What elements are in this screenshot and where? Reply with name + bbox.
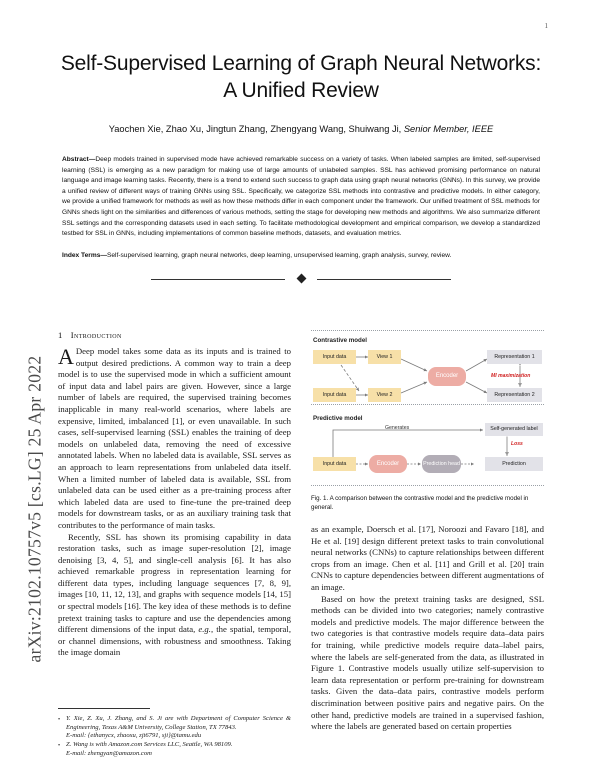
footnote-block: • Y. Xie, Z. Xu, J. Zhang, and S. Ji are … <box>58 708 291 759</box>
bullet-icon: • <box>58 743 61 750</box>
footnote-affiliation-text: Y. Xie, Z. Xu, J. Zhang, and S. Ji are w… <box>66 715 291 731</box>
paragraph-intro-1-text: Deep model takes some data as its inputs… <box>58 346 291 530</box>
figure-contrastive-arrows <box>340 355 522 397</box>
figure-contrastive-label: Contrastive model <box>313 337 367 344</box>
section-heading: 1 Introduction <box>58 330 291 340</box>
footnote-email-1-text: E-mail: {ethanycx, zhaoxu, zjt6791, sji}… <box>66 732 202 740</box>
figure-predictive-arrows <box>332 428 509 466</box>
node-view-2: View 2 <box>368 388 401 402</box>
node-representation-2: Representation 2 <box>487 388 542 402</box>
index-terms-dash: — <box>100 251 107 259</box>
figure-1: Contrastive model <box>311 330 544 486</box>
paragraph-intro-2-eg: e.g. <box>198 624 211 635</box>
figure-predictive-label: Predictive model <box>313 415 363 422</box>
paper-page: Self-Supervised Learning of Graph Neural… <box>58 40 544 770</box>
index-terms-label: Index Terms <box>62 251 101 259</box>
author-names: Yaochen Xie, Zhao Xu, Jingtun Zhang, Zhe… <box>108 124 404 134</box>
author-membership: Senior Member, IEEE <box>403 124 494 134</box>
abstract-text: Deep models trained in supervised mode h… <box>62 156 540 238</box>
paragraph-right-2: Based on how the pretext training tasks … <box>311 593 544 732</box>
paragraph-intro-2: Recently, SSL has shown its promising ca… <box>58 532 291 660</box>
bullet-icon: • <box>58 717 61 723</box>
section-title: Introduction <box>70 330 122 340</box>
index-terms-text: Self-supervised learning, graph neural n… <box>106 251 452 259</box>
arxiv-stamp: arXiv:2102.10757v5 [cs.LG] 25 Apr 2022 <box>0 0 52 776</box>
figure-contrastive-diagram: Input data View 1 Input data View 2 Enco… <box>311 347 544 409</box>
node-prediction-head: Prediction head <box>422 455 461 473</box>
paragraph-intro-1: A Deep model takes some data as its inpu… <box>58 346 291 532</box>
body-columns: 1 Introduction A Deep model takes some da… <box>58 330 544 770</box>
node-self-generated-label: Self-generated label <box>485 423 543 436</box>
figure-predictive-diagram: Generates Self-generated label Loss Inpu… <box>311 423 544 481</box>
drop-cap: A <box>58 344 74 369</box>
right-column-text: as an example, Doersch et al. [17], Noro… <box>311 524 544 733</box>
figure-caption: Fig. 1. A comparison between the contras… <box>311 495 529 511</box>
diamond-ornament-icon <box>296 273 306 284</box>
page-title: Self-Supervised Learning of Graph Neural… <box>60 52 542 102</box>
node-input-data-1: Input data <box>313 350 356 364</box>
footnote-affiliation-2: • Z. Wang is with Amazon.com Services LLC… <box>58 741 291 750</box>
footnote-email-2-text: E-mail: zhengyan@amazon.com <box>66 749 152 757</box>
abstract: Abstract—Deep models trained in supervis… <box>58 155 544 240</box>
section-divider <box>151 273 451 284</box>
footnote-email-1: E-mail: {ethanycx, zhaoxu, zjt6791, sji}… <box>58 732 291 741</box>
node-encoder: Encoder <box>428 367 466 386</box>
divider-rule-left <box>151 279 285 281</box>
node-input-data-3: Input data <box>313 457 356 471</box>
footnote-affiliation: • Y. Xie, Z. Xu, J. Zhang, and S. Ji are … <box>58 715 291 732</box>
abstract-label: Abstract <box>62 156 89 163</box>
section-number: 1 <box>58 330 63 340</box>
divider-rule-right <box>317 279 451 281</box>
node-prediction: Prediction <box>485 457 543 471</box>
footnote-rule <box>58 708 150 709</box>
node-input-data-2: Input data <box>313 388 356 402</box>
figure-inner-divider <box>311 404 544 405</box>
node-encoder-2: Encoder <box>369 455 407 473</box>
index-terms: Index Terms—Self-supervised learning, gr… <box>58 251 544 262</box>
footnote-affiliation-2-text: Z. Wang is with Amazon.com Services LLC,… <box>66 741 233 749</box>
label-generates: Generates <box>385 425 410 431</box>
author-list: Yaochen Xie, Zhao Xu, Jingtun Zhang, Zhe… <box>58 124 544 134</box>
right-column: Contrastive model <box>311 330 544 733</box>
arxiv-identifier-text: arXiv:2102.10757v5 [cs.LG] 25 Apr 2022 <box>24 355 45 663</box>
page-number: 1 <box>544 22 549 30</box>
footnote-email-2: E-mail: zhengyan@amazon.com <box>58 750 291 759</box>
abstract-dash: — <box>88 156 96 163</box>
node-representation-1: Representation 1 <box>487 350 542 364</box>
paragraph-intro-2-text-b: , the spatial, temporal, or channel dime… <box>58 624 291 658</box>
paragraph-intro-2-text-a: Recently, SSL has shown its promising ca… <box>58 531 291 635</box>
node-view-1: View 1 <box>368 350 401 364</box>
label-mi-maximization: MI maximization <box>491 373 531 379</box>
left-column: 1 Introduction A Deep model takes some da… <box>58 330 291 757</box>
label-loss: Loss <box>511 441 523 447</box>
paragraph-right-1: as an example, Doersch et al. [17], Noro… <box>311 524 544 592</box>
